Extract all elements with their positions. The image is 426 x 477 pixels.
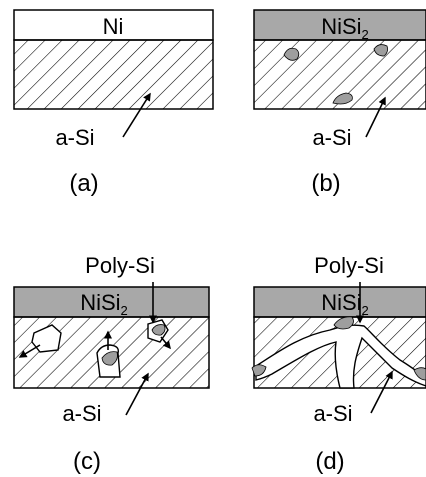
a-si-arrow: [125, 372, 149, 416]
nisi2-precipitate: [251, 364, 267, 377]
a-si-arrow: [122, 92, 151, 138]
poly-si-label: Poly-Si: [85, 253, 155, 278]
caption-a: (a): [69, 170, 98, 197]
a-si-label: a-Si: [313, 401, 352, 426]
panel-b: NiSi2 a-Si (b): [253, 9, 426, 197]
nisi2-precipitate: [101, 351, 118, 366]
nisi2-label: NiSi2: [80, 290, 128, 318]
a-si-label: a-Si: [62, 401, 101, 426]
nisi2-precipitate: [413, 367, 426, 381]
ni-layer: [13, 9, 214, 41]
nisi2-precipitate: [333, 316, 354, 330]
growth-arrow: [160, 336, 171, 350]
panel-c: Poly-Si NiSi2 a-Si (c): [13, 253, 210, 475]
nisi2-precipitate: [151, 324, 166, 336]
nisi2-layer: [253, 9, 426, 41]
caption-c: (c): [73, 448, 101, 475]
a-si-substrate: [13, 39, 214, 110]
poly-si-label: Poly-Si: [314, 253, 384, 278]
nisi2-label: NiSi2: [321, 14, 369, 42]
panel-d: Poly-Si NiSi2 a-Si (d): [251, 253, 426, 475]
caption-b: (b): [311, 170, 340, 197]
a-si-label: a-Si: [55, 125, 94, 150]
nisi2-precipitate: [373, 44, 388, 57]
a-si-label: a-Si: [312, 125, 351, 150]
growth-arrow: [18, 344, 41, 358]
caption-d: (d): [315, 448, 344, 475]
nisi2-precipitate: [332, 92, 353, 105]
nisi2-precipitate: [283, 47, 300, 61]
ni-layer-label: Ni: [103, 14, 124, 39]
a-si-arrow: [365, 96, 386, 138]
nisi2-label: NiSi2: [321, 290, 369, 318]
a-si-arrow: [370, 370, 393, 414]
panel-a: Ni a-Si (a): [13, 9, 214, 197]
